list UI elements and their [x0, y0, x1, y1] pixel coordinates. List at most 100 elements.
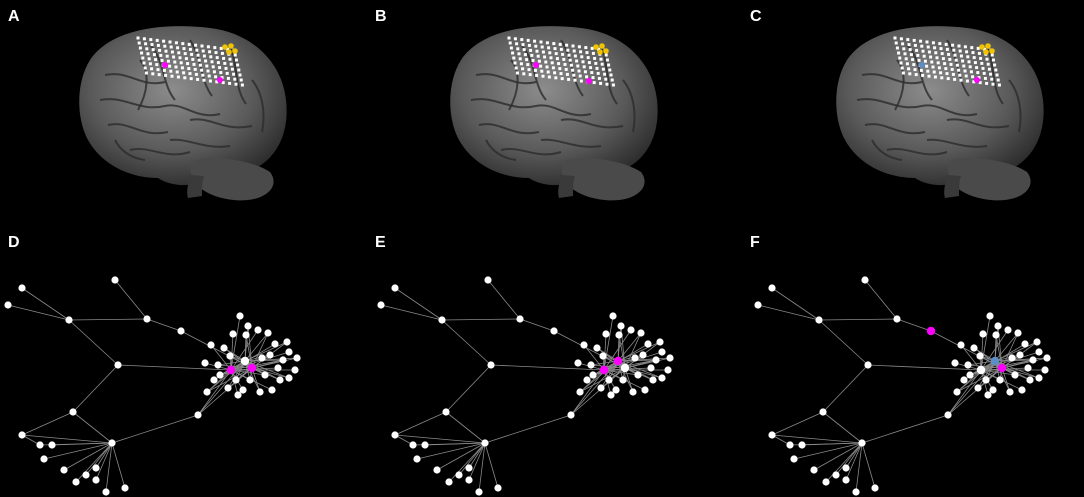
graph-node [607, 391, 615, 399]
graph-node [92, 464, 100, 472]
graph-edge [624, 359, 657, 369]
graph-edge [624, 367, 663, 379]
electrode-dot [514, 66, 518, 70]
graph-node [647, 364, 655, 372]
electrode-dot [559, 72, 563, 76]
graph-node [768, 431, 776, 439]
electrode-dot [181, 42, 185, 46]
electrode-dot [197, 58, 201, 62]
graph-edge [95, 442, 113, 469]
electrode-dot [207, 74, 211, 78]
graph-node [1024, 364, 1032, 372]
graph-node [484, 276, 492, 284]
graph-node [1035, 348, 1043, 356]
electrode-dot [560, 77, 564, 81]
graph-edge [980, 369, 1016, 376]
edge-group [757, 279, 1048, 493]
graph-node [871, 484, 879, 492]
electrode-dot [508, 41, 512, 45]
graph-node [957, 341, 965, 349]
electrode-dot [934, 51, 938, 55]
graph-edge [458, 442, 486, 476]
graph-edge [21, 434, 113, 444]
graph-node [48, 441, 56, 449]
graph-node [283, 338, 291, 346]
electrode-dot [903, 52, 907, 56]
electrode-dot [541, 74, 545, 78]
electrode-dot [567, 53, 571, 57]
graph-node [996, 376, 1004, 384]
electrode-dot [163, 44, 167, 48]
electrode-dot [583, 70, 587, 74]
electrode-dot [577, 69, 581, 73]
graph-node [254, 326, 262, 334]
electrode-dot [611, 83, 615, 87]
graph-edge [68, 318, 148, 321]
graph-edge [68, 319, 119, 366]
electrode-yellow [597, 49, 603, 55]
electrode-dot [546, 70, 550, 74]
electrode-dot [948, 57, 952, 61]
electrode-dot [951, 43, 955, 47]
graph-node [1018, 386, 1026, 394]
electrode-dot [913, 43, 917, 47]
graph-edge [197, 369, 232, 416]
graph-edge [230, 333, 234, 371]
graph-node [4, 301, 12, 309]
graph-node [994, 322, 1002, 330]
electrode-dot [931, 41, 935, 45]
electrode-dot [944, 42, 948, 46]
electrode-yellow [228, 43, 234, 49]
electrode-dot [604, 77, 608, 81]
electrode-dot [976, 71, 980, 75]
graph-node [111, 276, 119, 284]
brain-render-b [450, 26, 658, 201]
electrode-dot [977, 51, 981, 55]
graph-node [60, 466, 68, 474]
electrode-dot [537, 59, 541, 63]
graph-edge [63, 442, 113, 471]
graph-edge [624, 332, 642, 369]
graph-edge [117, 364, 232, 371]
electrode-dot [968, 65, 972, 69]
graph-node [1029, 356, 1037, 364]
graph-node [1041, 366, 1049, 374]
graph-node [953, 388, 961, 396]
graph-node [666, 354, 674, 362]
electrode-dot [545, 41, 549, 45]
graph-node [516, 315, 524, 323]
electrode-yellow [599, 43, 605, 49]
graph-node [979, 330, 987, 338]
graph-node-blue [990, 356, 1000, 366]
electrode-dot [527, 43, 531, 47]
electrode-dot [240, 83, 244, 87]
graph-node [615, 331, 623, 339]
graph-edge [980, 359, 1034, 371]
electrode-dot [576, 64, 580, 68]
graph-node [421, 441, 429, 449]
graph-node [481, 439, 489, 447]
electrode-dot [981, 66, 985, 70]
graph-edge [603, 315, 614, 371]
graph-edge [197, 367, 253, 416]
graph-edge [436, 442, 486, 471]
graph-edge [111, 442, 126, 489]
graph-edge [146, 318, 182, 332]
graph-node [413, 455, 421, 463]
sulcus-line [229, 44, 247, 105]
sulcus-line [104, 73, 166, 85]
electrode-dot [200, 44, 204, 48]
electrode-dot [591, 76, 595, 80]
electrode-dot [959, 54, 963, 58]
electrode-dot [531, 58, 535, 62]
electrode-dot [916, 53, 920, 57]
electrode-dot [554, 52, 558, 56]
electrode-dot [592, 81, 596, 85]
graph-node [18, 431, 26, 439]
graph-node [576, 388, 584, 396]
sulcus-line [540, 138, 602, 148]
graph-node [1021, 340, 1029, 348]
brainstem-shape [187, 175, 204, 198]
electrode-dot [551, 66, 555, 70]
graph-node [580, 341, 588, 349]
